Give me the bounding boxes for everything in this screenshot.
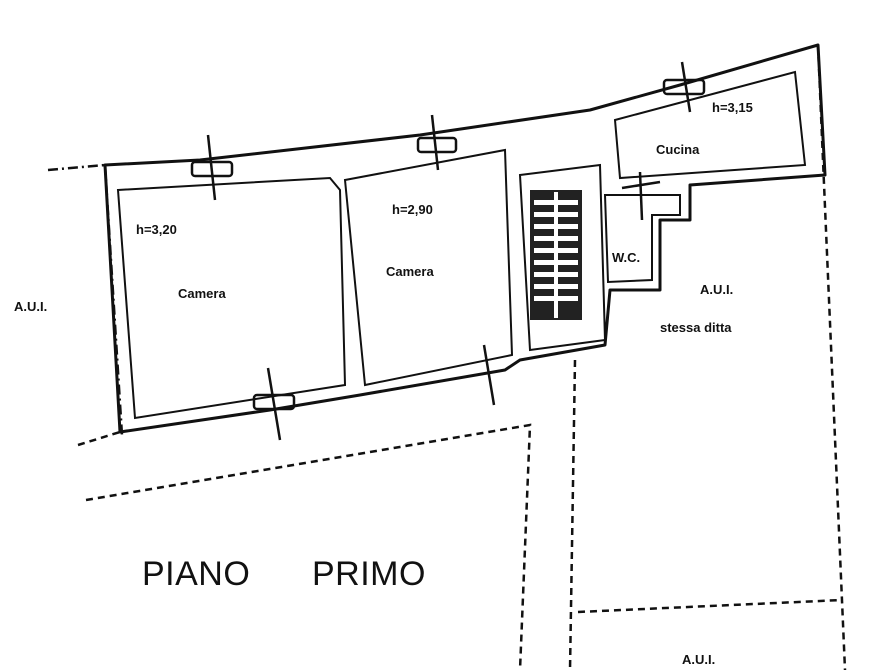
- middle-room-name: Camera: [386, 264, 434, 279]
- left-room-height: h=3,20: [136, 222, 177, 237]
- kitchen-height: h=3,15: [712, 100, 753, 115]
- inner-wall-kitchen: [613, 70, 807, 180]
- kitchen-name: Cucina: [656, 142, 700, 157]
- boundary-right: [568, 44, 847, 670]
- floor-title-word2: PRIMO: [312, 555, 426, 593]
- neighbor-bottom-right-label: A.U.I.: [682, 652, 715, 667]
- neighbor-right-sublabel: stessa ditta: [660, 320, 732, 335]
- left-room-name: Camera: [178, 286, 226, 301]
- window-marks: [190, 61, 706, 441]
- stair-enclosure: [518, 163, 607, 352]
- middle-room-height: h=2,90: [392, 202, 433, 217]
- neighbor-right-label: A.U.I.: [700, 282, 733, 297]
- inner-wall-middle-room: [343, 148, 514, 387]
- outer-wall: [103, 43, 827, 434]
- boundary-lower: [77, 423, 532, 670]
- floor-title-word1: PIANO: [142, 555, 250, 593]
- wc-label: W.C.: [612, 250, 640, 265]
- boundary-left: [47, 163, 124, 436]
- inner-wall-wc: [603, 194, 681, 284]
- staircase: [530, 190, 582, 320]
- neighbor-left-label: A.U.I.: [14, 299, 47, 314]
- inner-wall-left-room: [116, 176, 347, 420]
